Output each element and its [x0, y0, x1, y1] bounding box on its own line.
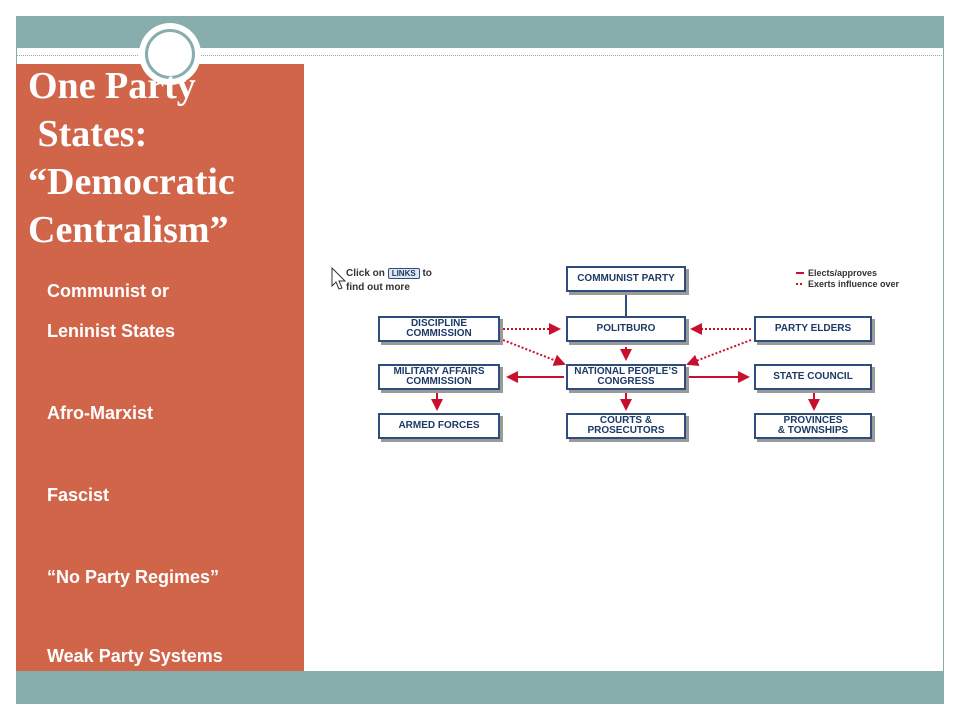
- box-party-elders[interactable]: PARTY ELDERS: [754, 316, 872, 342]
- bullet-item: Leninist States: [47, 321, 176, 341]
- legend-elects: Elects/approves: [808, 268, 878, 278]
- party-structure-diagram: Click on LINKS to find out more Elects/a…: [326, 262, 926, 452]
- dotted-divider: [16, 55, 944, 56]
- bullet-item: Communist or: [47, 281, 170, 301]
- cursor-icon: [331, 266, 347, 290]
- arrow-discipline-npc: [502, 339, 566, 366]
- hint-prefix: Click on: [346, 268, 385, 279]
- arrow-elders-npc: [686, 339, 752, 367]
- title-line: Centralism”: [28, 209, 229, 251]
- bullet-item: Fascist: [47, 485, 110, 505]
- bottom-bar: [16, 671, 944, 704]
- hint-line-2: find out more: [346, 282, 410, 293]
- links-hint: Click on LINKS to: [346, 268, 432, 279]
- decorative-ring-icon: [139, 23, 201, 85]
- diagram-connectors: [331, 266, 820, 411]
- bullet-item: Afro-Marxist: [47, 403, 154, 423]
- box-state-council[interactable]: STATE COUNCIL: [754, 364, 872, 390]
- title-line: States:: [28, 113, 148, 155]
- hint-suffix: to: [422, 268, 432, 279]
- box-national-peoples-congress[interactable]: NATIONAL PEOPLE’S CONGRESS: [566, 364, 686, 390]
- box-discipline-commission[interactable]: DISCIPLINE COMMISSION: [378, 316, 500, 342]
- box-communist-party[interactable]: COMMUNIST PARTY: [566, 266, 686, 292]
- title-line: “Democratic: [28, 161, 235, 203]
- box-politburo[interactable]: POLITBURO: [566, 316, 686, 342]
- box-provinces-townships[interactable]: PROVINCES & TOWNSHIPS: [754, 413, 872, 439]
- box-courts-prosecutors[interactable]: COURTS & PROSECUTORS: [566, 413, 686, 439]
- bullet-item: “No Party Regimes”: [47, 567, 220, 587]
- slide-title: One Party States: “Democratic Centralism…: [28, 62, 298, 254]
- links-button[interactable]: LINKS: [387, 268, 420, 279]
- title-line: One Party: [28, 65, 196, 107]
- title-sidebar: [16, 64, 304, 671]
- box-military-affairs[interactable]: MILITARY AFFAIRS COMMISSION: [378, 364, 500, 390]
- legend-influence: Exerts influence over: [808, 279, 900, 289]
- bullet-item: Weak Party Systems: [47, 646, 223, 666]
- box-armed-forces[interactable]: ARMED FORCES: [378, 413, 500, 439]
